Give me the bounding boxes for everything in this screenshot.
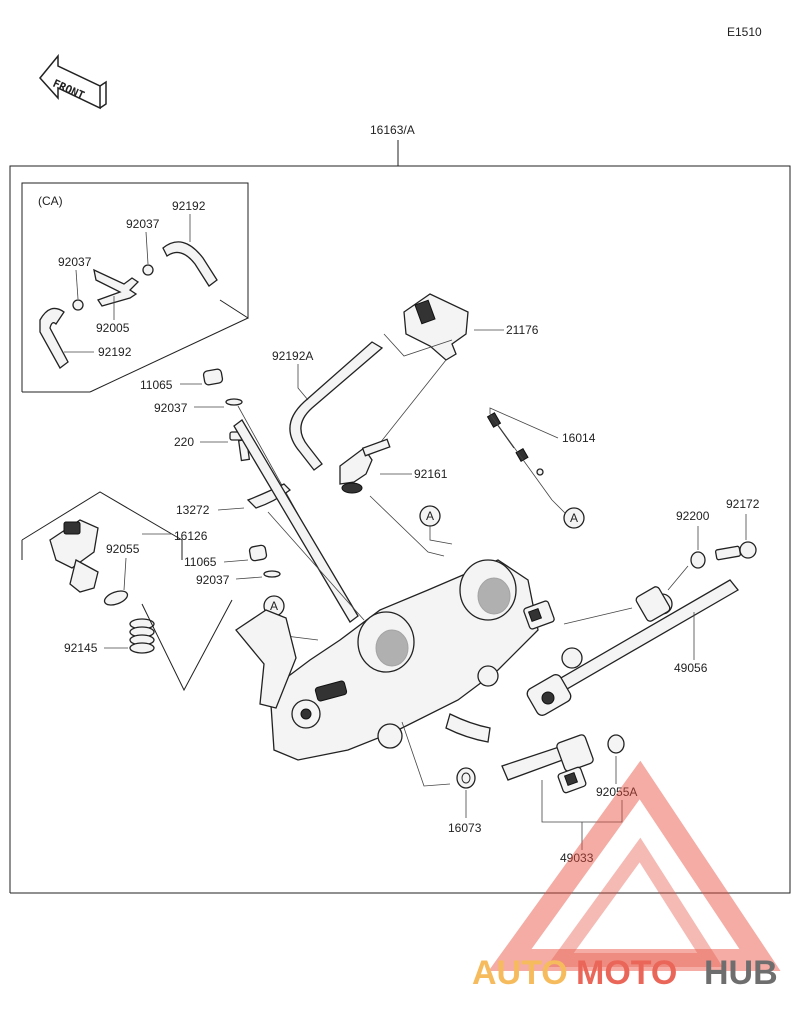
bolt-92172: [714, 541, 757, 561]
spring-92145: [129, 618, 155, 654]
sensor-21176: [403, 293, 469, 361]
sensor-16126: [49, 519, 129, 606]
label-49056: 49056: [674, 661, 708, 675]
label-92192A: 92192A: [272, 349, 313, 363]
clip-92037-a: [142, 264, 154, 276]
label-92145: 92145: [64, 641, 98, 655]
diagram-code: E1510: [727, 25, 762, 39]
inset-label: (CA): [38, 194, 63, 208]
assembly-label: 16163/A: [370, 123, 415, 137]
watermark-logo: AUTO MOTO HUB: [472, 760, 781, 992]
ref-a-left-label: A: [270, 599, 278, 613]
label-13272: 13272: [176, 503, 210, 517]
label-92200: 92200: [676, 509, 710, 523]
assembly-frame: [9, 165, 791, 894]
ref-a-16014-label: A: [570, 511, 578, 525]
label-16014: 16014: [562, 431, 596, 445]
front-arrow-icon: FRONT: [39, 53, 107, 110]
label-16126: 16126: [174, 529, 208, 543]
cap-11065-top: [202, 368, 224, 386]
hose-92192-top: [162, 241, 218, 287]
fitting-92005: [93, 268, 140, 307]
label-11065-bottom: 11065: [184, 555, 217, 569]
label-92161: 92161: [414, 467, 448, 481]
throttle-body: [235, 559, 555, 761]
label-220: 220: [174, 435, 194, 449]
cap-11065-bottom: [248, 544, 268, 562]
ca-inset: (CA) 92192 92037 92037 92005 92192: [21, 182, 249, 393]
hose-92192A: [289, 341, 384, 471]
ref-a-16014: [563, 507, 585, 529]
hose-line-long: [233, 419, 359, 623]
clip-92037-c: [225, 398, 243, 406]
watermark-hub: HUB: [704, 954, 778, 992]
fuel-rail-49056: [526, 579, 739, 716]
label-92037-c: 92037: [154, 401, 188, 415]
label-92192-bottom: 92192: [98, 345, 132, 359]
label-92037-a: 92037: [126, 217, 160, 231]
label-11065-top: 11065: [140, 378, 173, 392]
label-49033: 49033: [560, 851, 594, 865]
injector-49033: [501, 734, 594, 794]
label-21176: 21176: [506, 323, 539, 337]
seal-92055A: [607, 734, 625, 754]
ref-a-top-label: A: [426, 509, 434, 523]
label-92055: 92055: [106, 542, 140, 556]
label-92037-b: 92037: [58, 255, 92, 269]
label-92055A: 92055A: [596, 785, 637, 799]
gasket-16073: [456, 767, 476, 789]
frame-16126: [21, 491, 183, 560]
hose-92192-bottom: [39, 307, 69, 369]
clip-92037-d: [263, 570, 281, 578]
washer-92200: [690, 551, 706, 569]
label-92172: 92172: [726, 497, 760, 511]
label-92037-d: 92037: [196, 573, 230, 587]
label-92192-top: 92192: [172, 199, 206, 213]
watermark-auto: AUTO: [472, 954, 568, 992]
label-16073: 16073: [448, 821, 482, 835]
valve-92161: [339, 438, 391, 494]
label-92005: 92005: [96, 321, 130, 335]
watermark-moto: MOTO: [576, 954, 677, 992]
clip-92037-b: [72, 299, 84, 311]
